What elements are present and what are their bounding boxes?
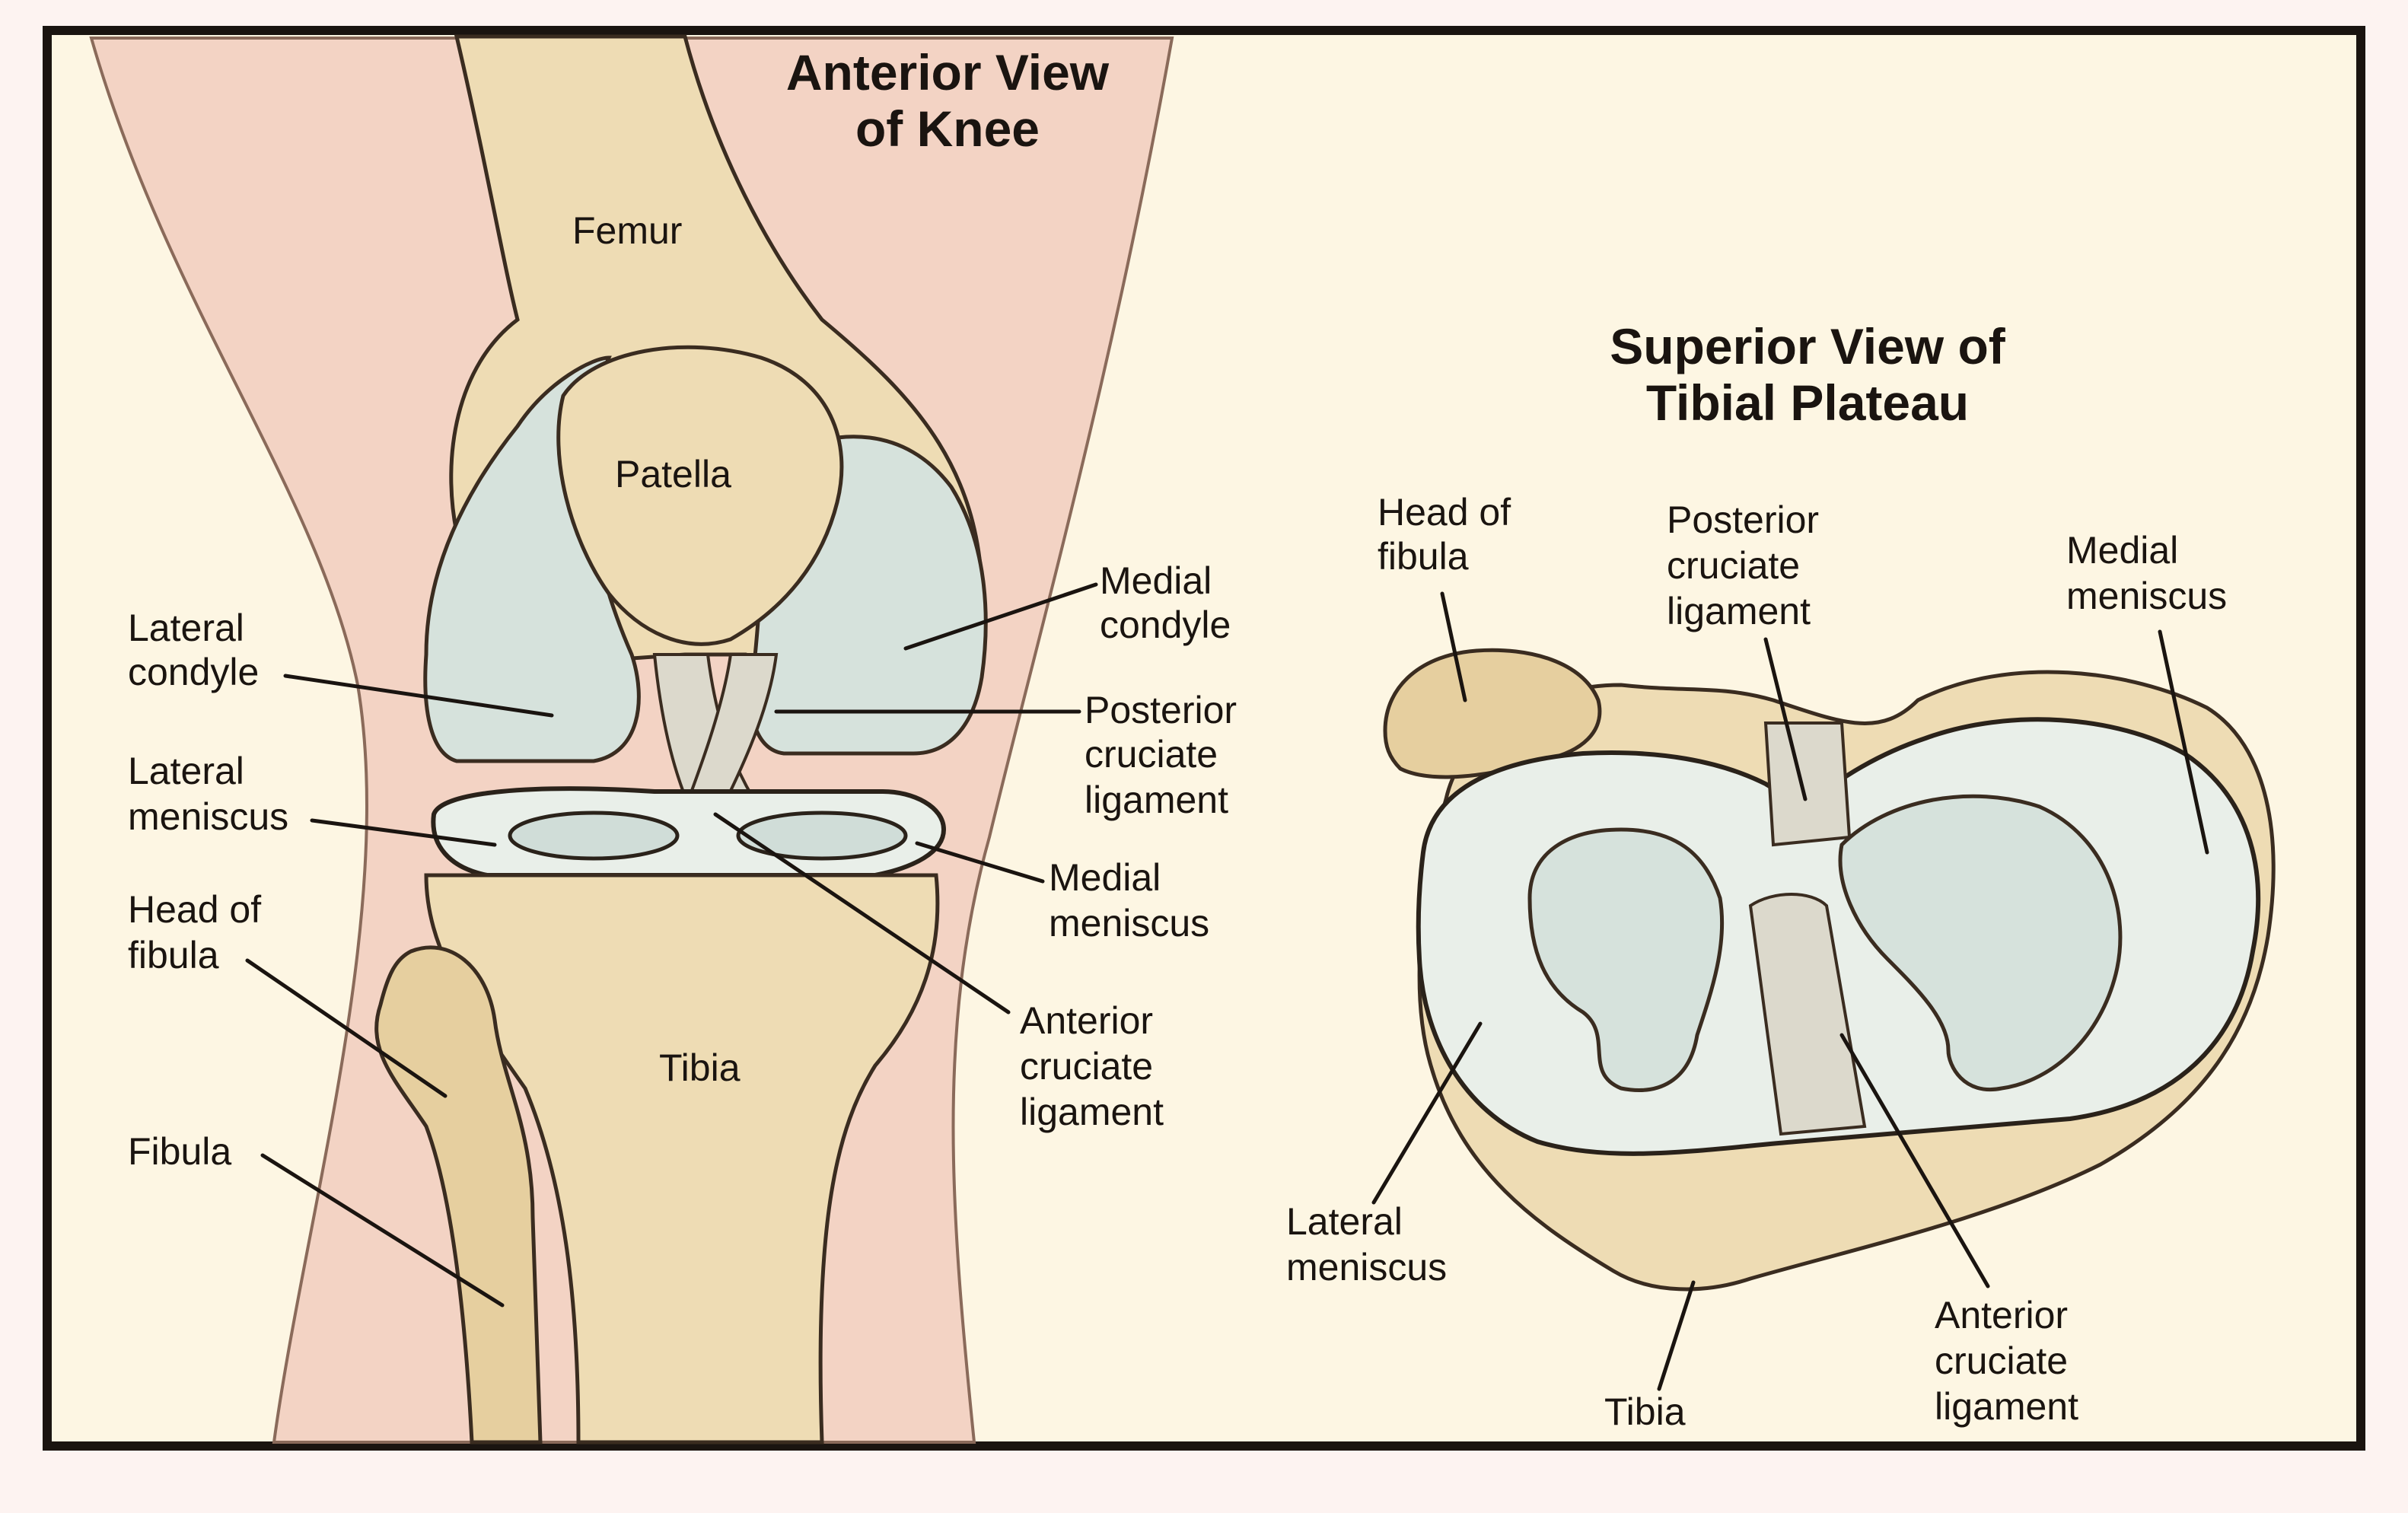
- label-medial-condyle-2: condyle: [1100, 604, 1231, 646]
- label-lateral-condyle-2: condyle: [128, 651, 259, 693]
- acl-shape-superior: [1748, 893, 1867, 1136]
- label-lateral-meniscus-1: Lateral: [128, 750, 244, 792]
- leader-medial-meniscus-superior: [2158, 629, 2209, 855]
- label-femur: Femur: [572, 209, 682, 252]
- label-medial-meniscus-superior-1: Medial: [2066, 529, 2178, 572]
- label-medial-meniscus-anterior-1: Medial: [1049, 856, 1161, 899]
- lateral-meniscus-inner: [508, 811, 680, 861]
- label-pcl-superior-1: Posterior: [1667, 498, 1819, 541]
- anterior-view-title-line2: of Knee: [855, 100, 1040, 157]
- medial-meniscus-inner: [736, 811, 908, 861]
- label-medial-meniscus-superior-2: meniscus: [2066, 575, 2227, 617]
- leader-medial-condyle: [903, 582, 1098, 651]
- label-patella: Patella: [615, 453, 731, 495]
- label-acl-anterior-1: Anterior: [1020, 999, 1153, 1042]
- label-pcl-anterior-1: Posterior: [1085, 689, 1237, 731]
- label-medial-meniscus-anterior-2: meniscus: [1049, 902, 1209, 944]
- label-head-of-fibula-anterior-2: fibula: [128, 934, 219, 976]
- superior-view-title-line1: Superior View of: [1610, 318, 2006, 374]
- label-pcl-anterior-3: ligament: [1085, 779, 1228, 821]
- leader-acl-anterior: [713, 812, 1011, 1015]
- head-of-fibula-shape: [1383, 648, 1602, 779]
- label-head-of-fibula-anterior-1: Head of: [128, 888, 261, 931]
- label-medial-condyle-1: Medial: [1100, 559, 1212, 602]
- leader-acl-superior: [1839, 1033, 1990, 1288]
- superior-view-illustration: [1383, 648, 2276, 1292]
- anterior-view-title-line1: Anterior View: [786, 44, 1110, 100]
- label-lateral-meniscus-superior-1: Lateral: [1286, 1200, 1403, 1243]
- leader-fibula: [260, 1153, 505, 1308]
- label-pcl-superior-2: cruciate: [1667, 544, 1800, 587]
- label-acl-superior-1: Anterior: [1935, 1294, 2068, 1336]
- leader-lateral-meniscus: [310, 818, 497, 847]
- label-acl-anterior-2: cruciate: [1020, 1045, 1153, 1088]
- label-lateral-condyle-1: Lateral: [128, 607, 244, 649]
- label-head-of-fibula-superior-2: fibula: [1378, 535, 1469, 578]
- leader-head-of-fibula-anterior: [245, 958, 448, 1098]
- leader-medial-meniscus-anterior: [915, 841, 1045, 884]
- fibula-shape: [374, 945, 543, 1445]
- label-pcl-anterior-2: cruciate: [1085, 733, 1218, 776]
- label-acl-anterior-3: ligament: [1020, 1091, 1164, 1133]
- leader-lateral-condyle: [283, 674, 554, 718]
- patella-shape: [556, 345, 844, 646]
- medial-articular-area: [1838, 794, 2123, 1092]
- label-acl-superior-2: cruciate: [1935, 1339, 2068, 1382]
- leader-tibia-superior: [1657, 1280, 1696, 1391]
- leader-lateral-meniscus-superior: [1371, 1021, 1483, 1205]
- label-head-of-fibula-superior-1: Head of: [1378, 491, 1511, 534]
- label-lateral-meniscus-2: meniscus: [128, 795, 288, 838]
- leader-pcl-superior: [1763, 637, 1808, 801]
- label-acl-superior-3: ligament: [1935, 1385, 2078, 1428]
- anterior-view-illustration: [89, 34, 1174, 1445]
- lateral-articular-area: [1527, 827, 1725, 1092]
- label-fibula: Fibula: [128, 1130, 231, 1173]
- label-pcl-superior-3: ligament: [1667, 590, 1811, 632]
- label-tibia-superior: Tibia: [1604, 1390, 1686, 1433]
- pcl-shape-superior: [1763, 721, 1852, 847]
- superior-view-title-line2: Tibial Plateau: [1646, 374, 1969, 431]
- label-tibia-anterior: Tibia: [659, 1046, 741, 1089]
- leader-head-of-fibula-superior: [1440, 591, 1467, 702]
- label-lateral-meniscus-superior-2: meniscus: [1286, 1246, 1447, 1288]
